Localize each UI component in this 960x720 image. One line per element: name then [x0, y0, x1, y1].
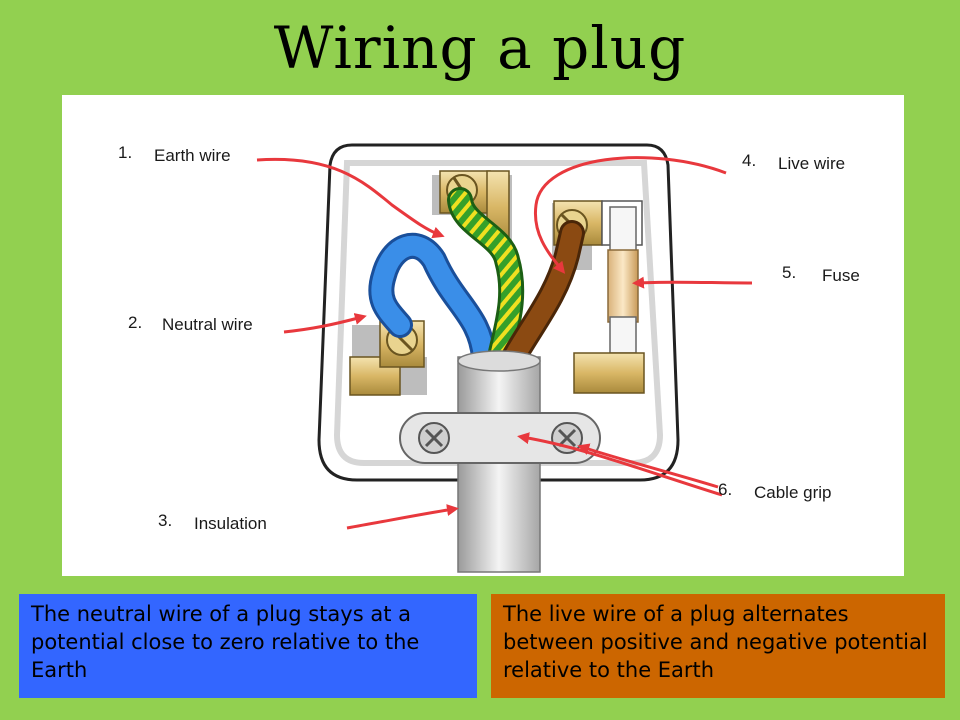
- pointer-arrows: [256, 156, 753, 530]
- live-wire-caption: The live wire of a plug alternates betwe…: [491, 594, 945, 698]
- label-earth-wire: Earth wire: [154, 146, 231, 165]
- arrow-fuse: [632, 276, 753, 289]
- label-5-number: 5.: [782, 263, 797, 282]
- label-insulation: Insulation: [194, 514, 267, 533]
- arrow-cable-grip-2: [517, 432, 723, 497]
- arrow-insulation: [346, 504, 459, 530]
- plug-diagram: 1. Earth wire 2. Neutral wire 3. Insulat…: [62, 95, 904, 576]
- slide-title: Wiring a plug: [273, 14, 687, 82]
- plug-illustration: [256, 143, 753, 573]
- label-fuse: Fuse: [822, 266, 860, 285]
- arrow-live-wire: [533, 156, 727, 274]
- label-cable-grip: Cable grip: [754, 483, 832, 502]
- cable-grip: [399, 412, 601, 464]
- neutral-wire-caption: The neutral wire of a plug stays at a po…: [19, 594, 477, 698]
- fuse: [573, 206, 645, 394]
- label-4-number: 4.: [742, 151, 757, 170]
- arrow-neutral-wire: [283, 313, 367, 334]
- label-live-wire: Live wire: [778, 154, 846, 173]
- arrow-cable-grip-1: [577, 443, 719, 489]
- label-6-number: 6.: [718, 480, 733, 499]
- arrow-earth-wire: [256, 157, 445, 239]
- label-1-number: 1.: [118, 143, 133, 162]
- outer-cable: [457, 350, 541, 573]
- label-3-number: 3.: [158, 511, 173, 530]
- label-neutral-wire: Neutral wire: [162, 315, 253, 334]
- label-2-number: 2.: [128, 313, 143, 332]
